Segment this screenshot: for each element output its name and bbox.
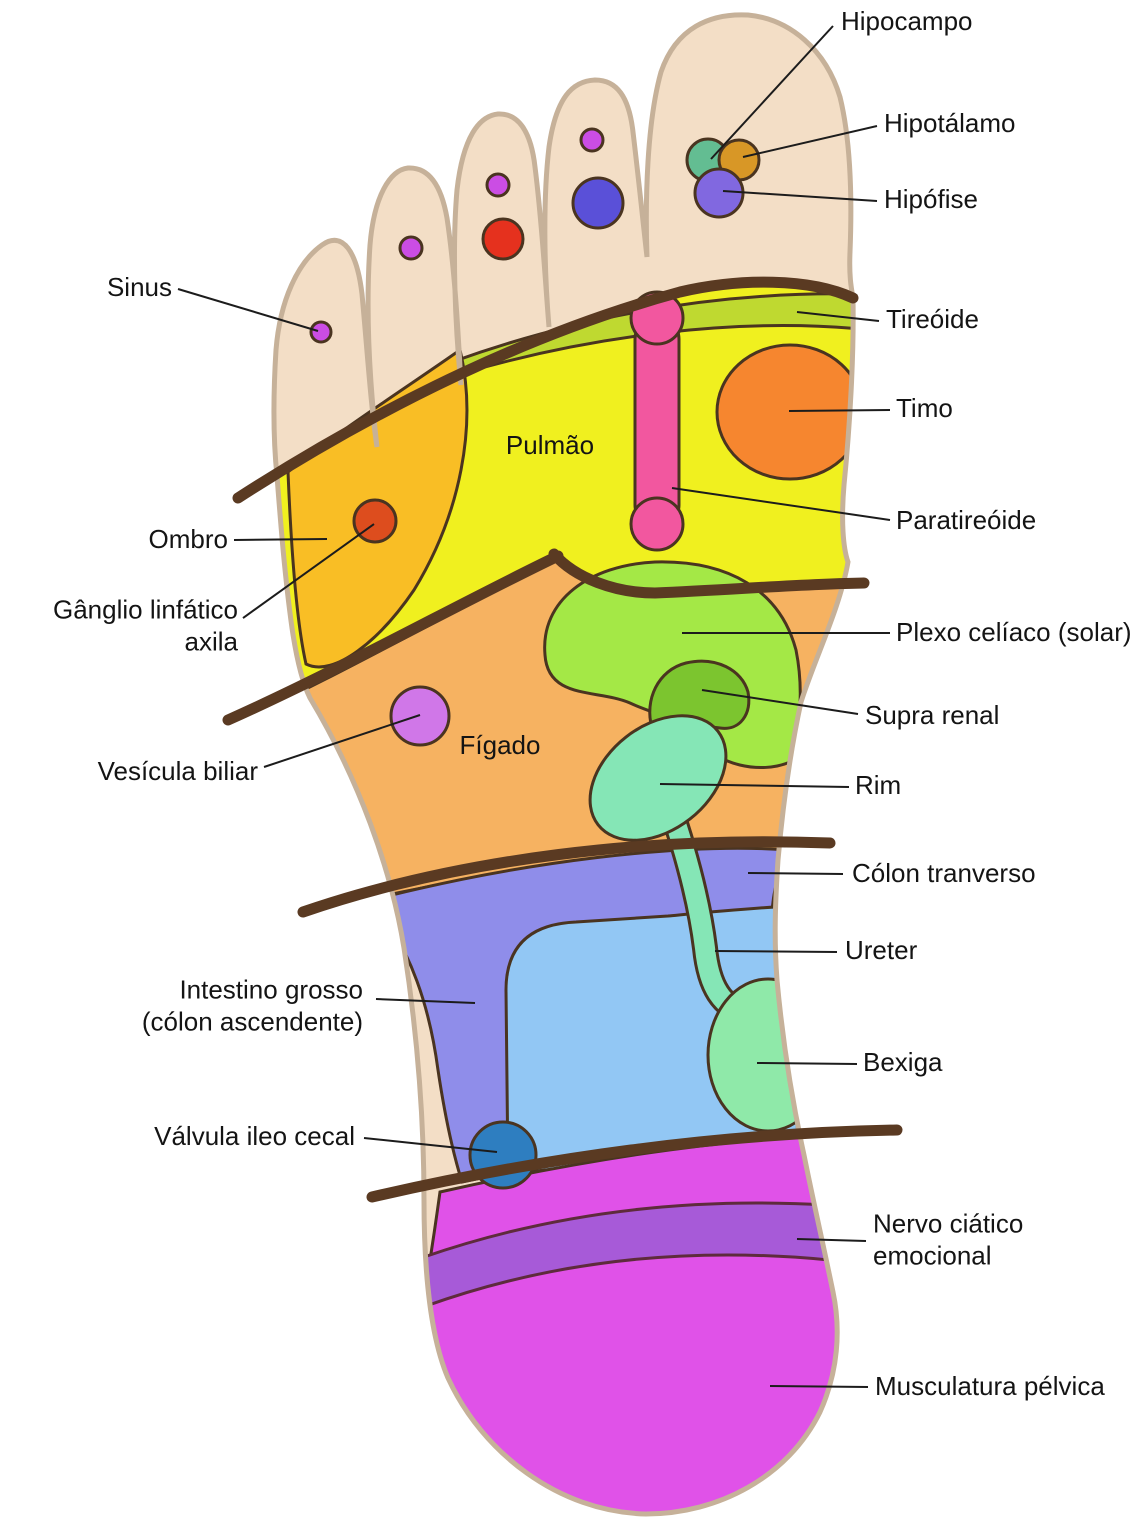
label-figado: Fígado <box>459 730 541 761</box>
leader-lines <box>177 25 891 1388</box>
sinus-dot-toe3 <box>485 172 511 198</box>
leader-musculatura <box>769 1385 869 1388</box>
leader-valvula <box>363 1137 498 1153</box>
label-rim: Rim <box>855 770 902 801</box>
leader-ganglio <box>242 523 375 619</box>
label-ombro: Ombro <box>148 524 228 555</box>
label-supra-renal: Supra renal <box>865 700 1000 731</box>
sinus-dot-toe2 <box>579 127 605 153</box>
leader-timo <box>788 409 891 412</box>
zone-rim <box>588 714 728 842</box>
leader-rim <box>659 783 850 788</box>
eye-dot-toe3-red <box>481 217 525 261</box>
label-nervo-ciatico: Nervo ciático emocional <box>873 1208 1024 1270</box>
label-vesicula-biliar: Vesícula biliar <box>97 756 258 787</box>
sinus-dot-little-toe <box>309 320 333 344</box>
zone-separator-lines <box>222 276 903 1203</box>
label-ureter: Ureter <box>845 935 918 966</box>
label-tireoide: Tireóide <box>886 304 979 335</box>
leader-sinus <box>177 288 319 332</box>
leader-ureter <box>714 950 838 953</box>
leader-hipotalamo <box>742 125 878 158</box>
label-pulmao: Pulmão <box>505 430 595 461</box>
zone-paratireoide <box>629 290 685 552</box>
label-hipocampo: Hipocampo <box>841 6 973 37</box>
leader-hipofise <box>722 190 878 202</box>
label-ganglio-linfatico: Gânglio linfático axila <box>53 594 238 656</box>
hipofise-dot-purple <box>693 167 745 219</box>
leader-hipocampo <box>710 25 834 160</box>
label-timo: Timo <box>896 393 953 424</box>
zone-bexiga <box>706 977 830 1133</box>
leader-tireoide <box>796 311 880 322</box>
label-colon-tranverso: Cólon tranverso <box>852 858 1036 889</box>
ear-dot-toe2-blue <box>571 176 625 230</box>
separator-diaphragm-left <box>222 550 564 726</box>
label-hipotalamo: Hipotálamo <box>884 108 1016 139</box>
label-plexo-celiaco: Plexo celíaco (solar) <box>896 617 1132 648</box>
label-sinus: Sinus <box>106 272 172 303</box>
ganglio-linfatico-dot <box>352 498 398 544</box>
leader-colon <box>747 872 844 875</box>
leader-bexiga <box>756 1062 858 1065</box>
separator-heel-line <box>366 1124 903 1203</box>
leader-nervo <box>796 1238 867 1242</box>
label-hipofise: Hipófise <box>884 184 978 215</box>
label-bexiga: Bexiga <box>863 1047 943 1078</box>
sinus-dot-toe4 <box>398 235 424 261</box>
zone-timo <box>715 343 854 481</box>
separator-waist-line <box>297 836 836 918</box>
separator-diaphragm-right <box>548 548 870 599</box>
leader-supra-renal <box>701 689 859 715</box>
leader-intestino <box>375 998 476 1004</box>
label-paratireoide: Paratireóide <box>896 505 1037 536</box>
leader-paratireoide <box>671 487 891 521</box>
label-valvula-ileo-cecal: Válvula ileo cecal <box>154 1121 355 1152</box>
separator-neck-line <box>232 276 859 504</box>
zone-musculatura-pelvica <box>415 1129 854 1514</box>
leader-ombro <box>233 538 328 541</box>
label-musculatura-pelvica: Musculatura pélvica <box>875 1371 1105 1402</box>
leader-vesicula <box>263 714 421 768</box>
label-intestino-grosso: Intestino grosso (cólon ascendente) <box>141 974 363 1036</box>
